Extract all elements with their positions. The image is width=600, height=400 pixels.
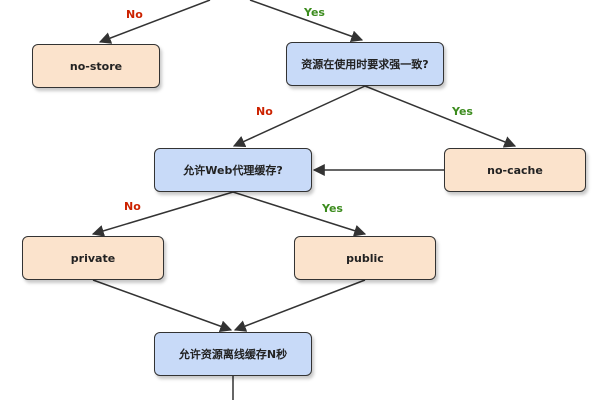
node-no-cache: no-cache <box>444 148 586 192</box>
edge-private-to-offline <box>92 279 233 332</box>
edge-label-yes-top: Yes <box>304 6 325 19</box>
edge-top-to-no-store <box>98 0 211 44</box>
node-allow-proxy-cache-question: 允许Web代理缓存? <box>154 148 312 192</box>
edge-public-to-offline <box>233 279 366 332</box>
node-no-store: no-store <box>32 44 160 88</box>
edge-label-no-strong: No <box>256 105 273 118</box>
node-strong-consistency-question: 资源在使用时要求强一致? <box>286 42 444 86</box>
edge-strong-to-proxy <box>232 85 366 147</box>
edge-label-yes-proxy: Yes <box>322 202 343 215</box>
edge-label-no-top: No <box>126 8 143 21</box>
edge-label-yes-strong: Yes <box>452 105 473 118</box>
edge-label-no-proxy: No <box>124 200 141 213</box>
edge-strong-to-no-cache <box>364 85 517 148</box>
edge-proxy-to-public <box>232 191 367 237</box>
edge-proxy-to-private <box>91 191 234 237</box>
edge-top-to-strong-consistency <box>249 0 364 43</box>
node-offline-cache-seconds: 允许资源离线缓存N秒 <box>154 332 312 376</box>
node-private: private <box>22 236 164 280</box>
node-public: public <box>294 236 436 280</box>
